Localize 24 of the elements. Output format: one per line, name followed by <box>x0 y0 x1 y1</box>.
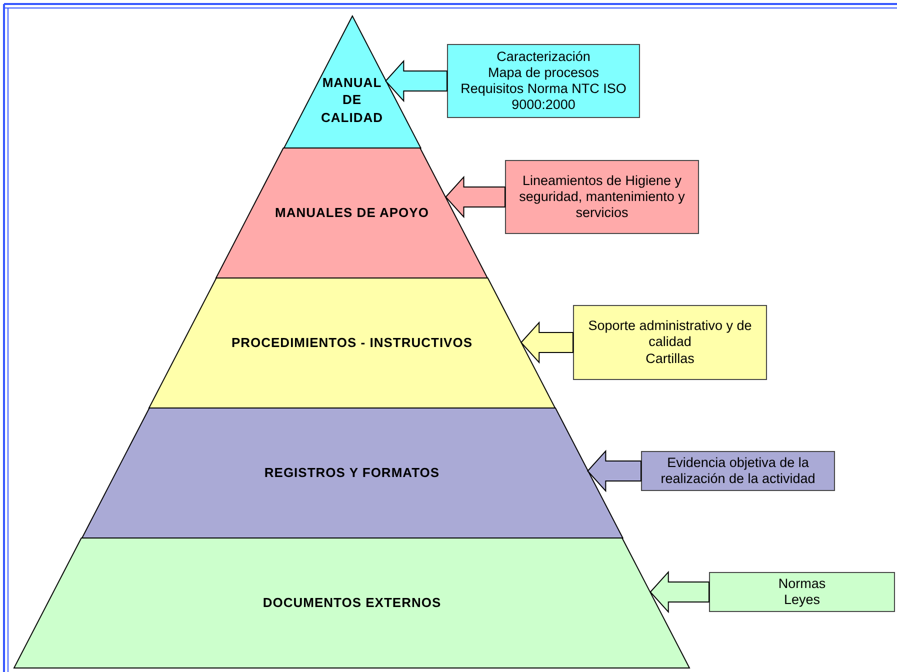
block-arrow <box>587 450 642 492</box>
description-box <box>447 44 640 118</box>
level-title: PROCEDIMIENTOS - INSTRUCTIVOS <box>231 334 473 352</box>
description-text: Requisitos Norma NTC ISO 9000:2000 <box>460 81 628 114</box>
block-arrow <box>520 321 574 364</box>
description-box <box>505 160 699 234</box>
description-text: Soporte administrativo y de calidad <box>587 318 753 351</box>
description-box <box>641 451 835 491</box>
block-arrow <box>445 176 506 218</box>
description-text: Mapa de procesos <box>486 64 600 81</box>
description-text: Normas <box>777 576 827 592</box>
description-text: Evidencia objetiva de la realización de la actividad <box>660 454 816 488</box>
level-title: DOCUMENTOS EXTERNOS <box>262 594 442 612</box>
description-text: Caracterización <box>496 48 592 65</box>
block-arrow <box>385 60 448 102</box>
description-box <box>709 572 895 612</box>
description-text: Leyes <box>782 592 822 608</box>
description-text: Cartillas <box>644 350 696 367</box>
description-box <box>573 305 767 380</box>
level-title: MANUALES DE APOYO <box>275 204 429 222</box>
description-text: Lineamientos de Higiene y seguridad, mantenimiento y servicios <box>518 172 686 222</box>
level-title: MANUAL DE CALIDAD <box>320 74 384 126</box>
level-title: REGISTROS Y FORMATOS <box>264 464 440 482</box>
block-arrow <box>650 570 710 614</box>
